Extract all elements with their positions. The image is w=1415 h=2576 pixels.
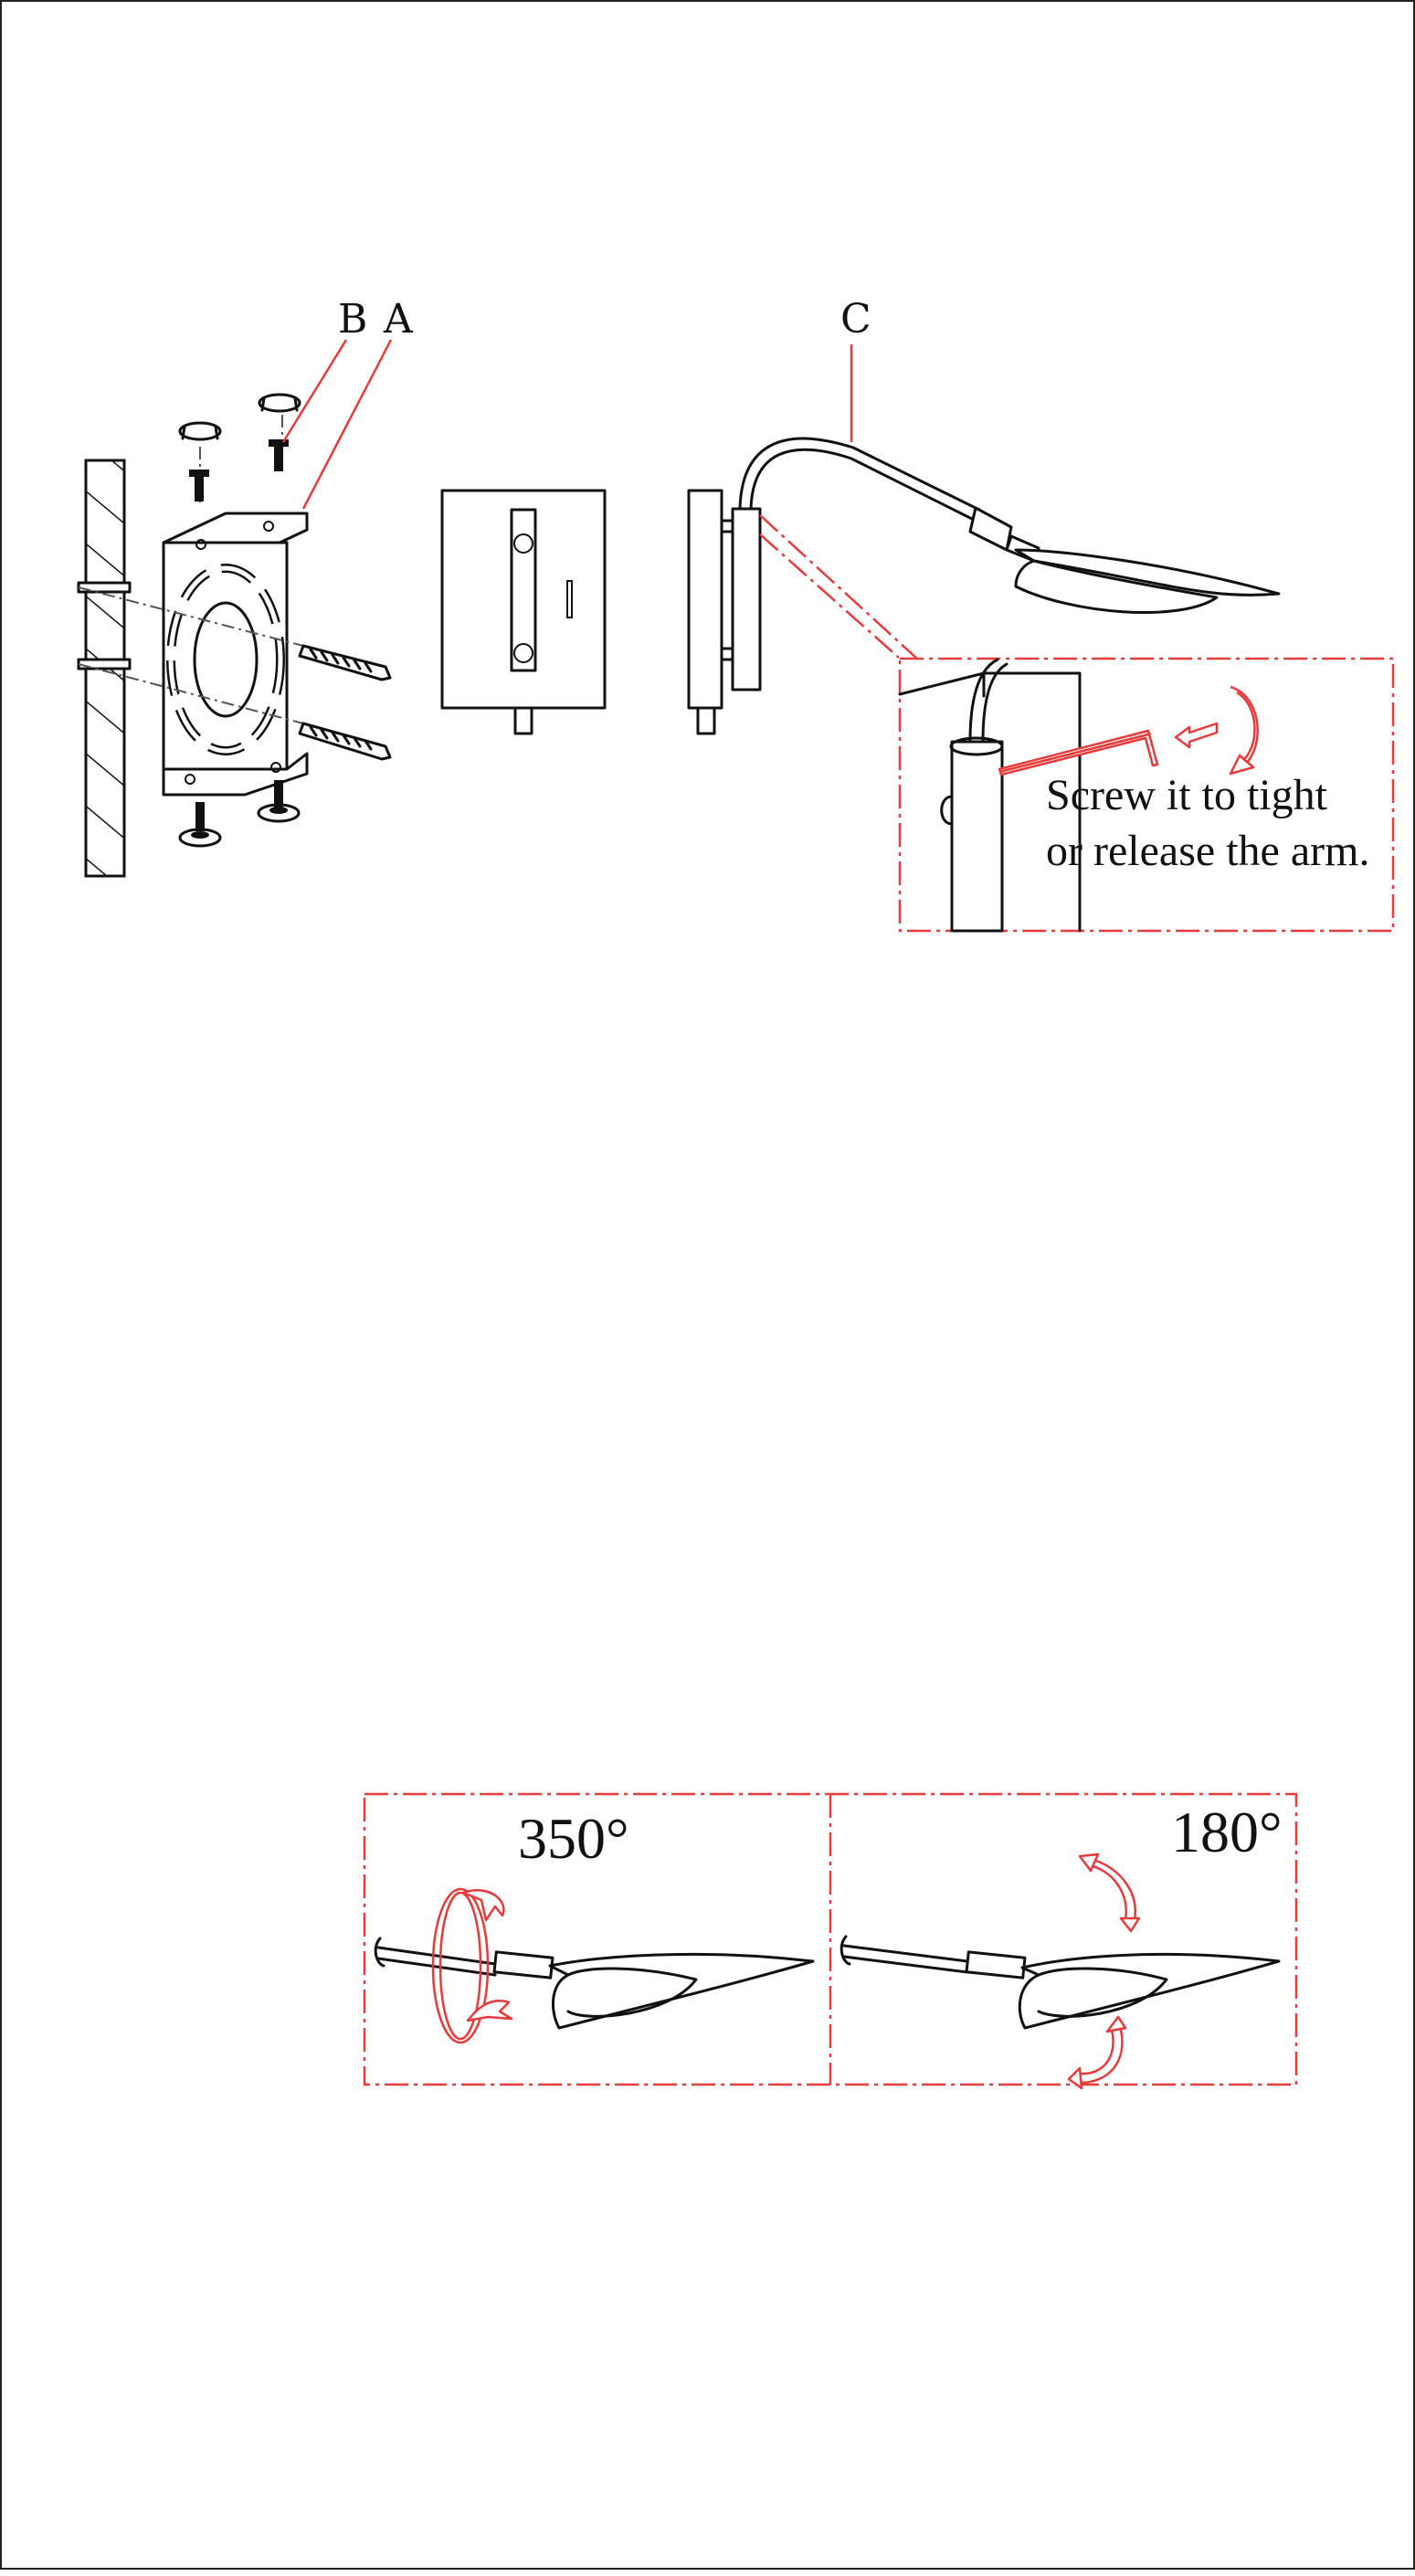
- rotation-panels: 350° 180°: [363, 1792, 1298, 2090]
- wood-screws: [298, 644, 392, 761]
- lamp-side-view: C: [687, 296, 1281, 735]
- bolts-bottom: [178, 780, 301, 848]
- rotation-panel-180: 180°: [839, 1800, 1283, 2090]
- label-a: A: [383, 296, 414, 343]
- rotation-180-label: 180°: [1171, 1800, 1283, 1864]
- part-labels: B A: [281, 296, 414, 510]
- label-b: B: [338, 296, 367, 343]
- label-c: C: [840, 296, 871, 343]
- rotation-panel-350: 350°: [374, 1806, 815, 2044]
- wall-plate-front-view: [440, 489, 607, 735]
- detail-note-line1: Screw it to tight: [1046, 771, 1328, 819]
- screw-detail-callout: Screw it to tight or release the arm.: [759, 514, 1395, 933]
- bolts-top: [178, 393, 301, 501]
- rotation-350-label: 350°: [518, 1806, 629, 1871]
- detail-note-line2: or release the arm.: [1046, 827, 1369, 875]
- mounting-bracket: [162, 512, 309, 797]
